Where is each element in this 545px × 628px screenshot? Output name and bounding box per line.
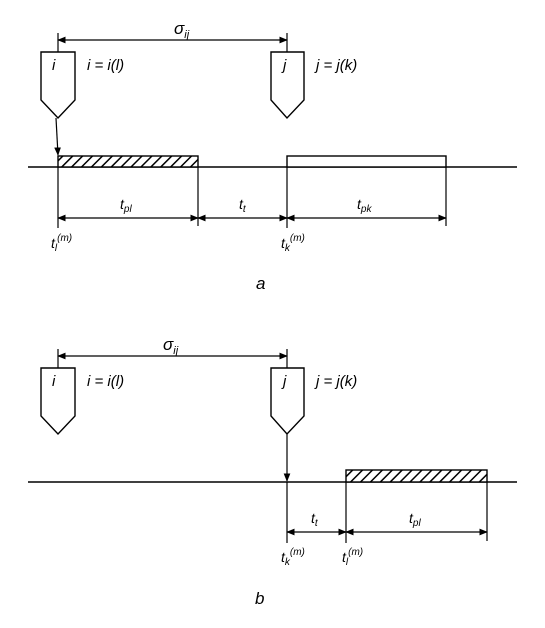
tpl-label: tpl: [120, 196, 132, 215]
tk-m-label: tk(m): [281, 547, 305, 568]
processing-bar-pl: [345, 469, 488, 483]
machine-i-arrow: [54, 117, 61, 156]
machine-i-label: i: [52, 373, 56, 390]
tpl-label: tpl: [409, 510, 421, 529]
machine-i-equation: i = i(l): [87, 373, 124, 390]
machine-j-equation: j = j(k): [314, 373, 357, 390]
panel-a: σij i i = i(l) j j = j(k) tpl tt tpk tl(…: [28, 19, 517, 293]
tt-label: tt: [239, 196, 247, 215]
machine-i-shape: [40, 51, 76, 120]
machine-i-equation: i = i(l): [87, 57, 124, 74]
machine-j-shape: [270, 51, 305, 120]
processing-bar-pk: [286, 155, 447, 168]
tt-label: tt: [311, 510, 319, 529]
machine-j-label: j: [281, 57, 287, 74]
tl-m-label: tl(m): [51, 233, 72, 254]
tk-m-label: tk(m): [281, 233, 305, 254]
sigma-label: σij: [174, 19, 190, 41]
sigma-label: σij: [163, 335, 179, 357]
caption-b: b: [255, 589, 264, 608]
machine-i-shape: [40, 367, 76, 436]
machine-j-equation: j = j(k): [314, 57, 357, 74]
caption-a: a: [256, 274, 265, 293]
tl-m-label: tl(m): [342, 547, 363, 568]
machine-j-shape: [270, 367, 305, 436]
tpk-label: tpk: [357, 196, 372, 215]
machine-j-label: j: [281, 373, 287, 390]
machine-i-label: i: [52, 57, 56, 74]
panel-b: σij i i = i(l) j j = j(k) tt tpl tk(m) t…: [28, 335, 517, 608]
processing-bar-pl: [57, 155, 199, 168]
